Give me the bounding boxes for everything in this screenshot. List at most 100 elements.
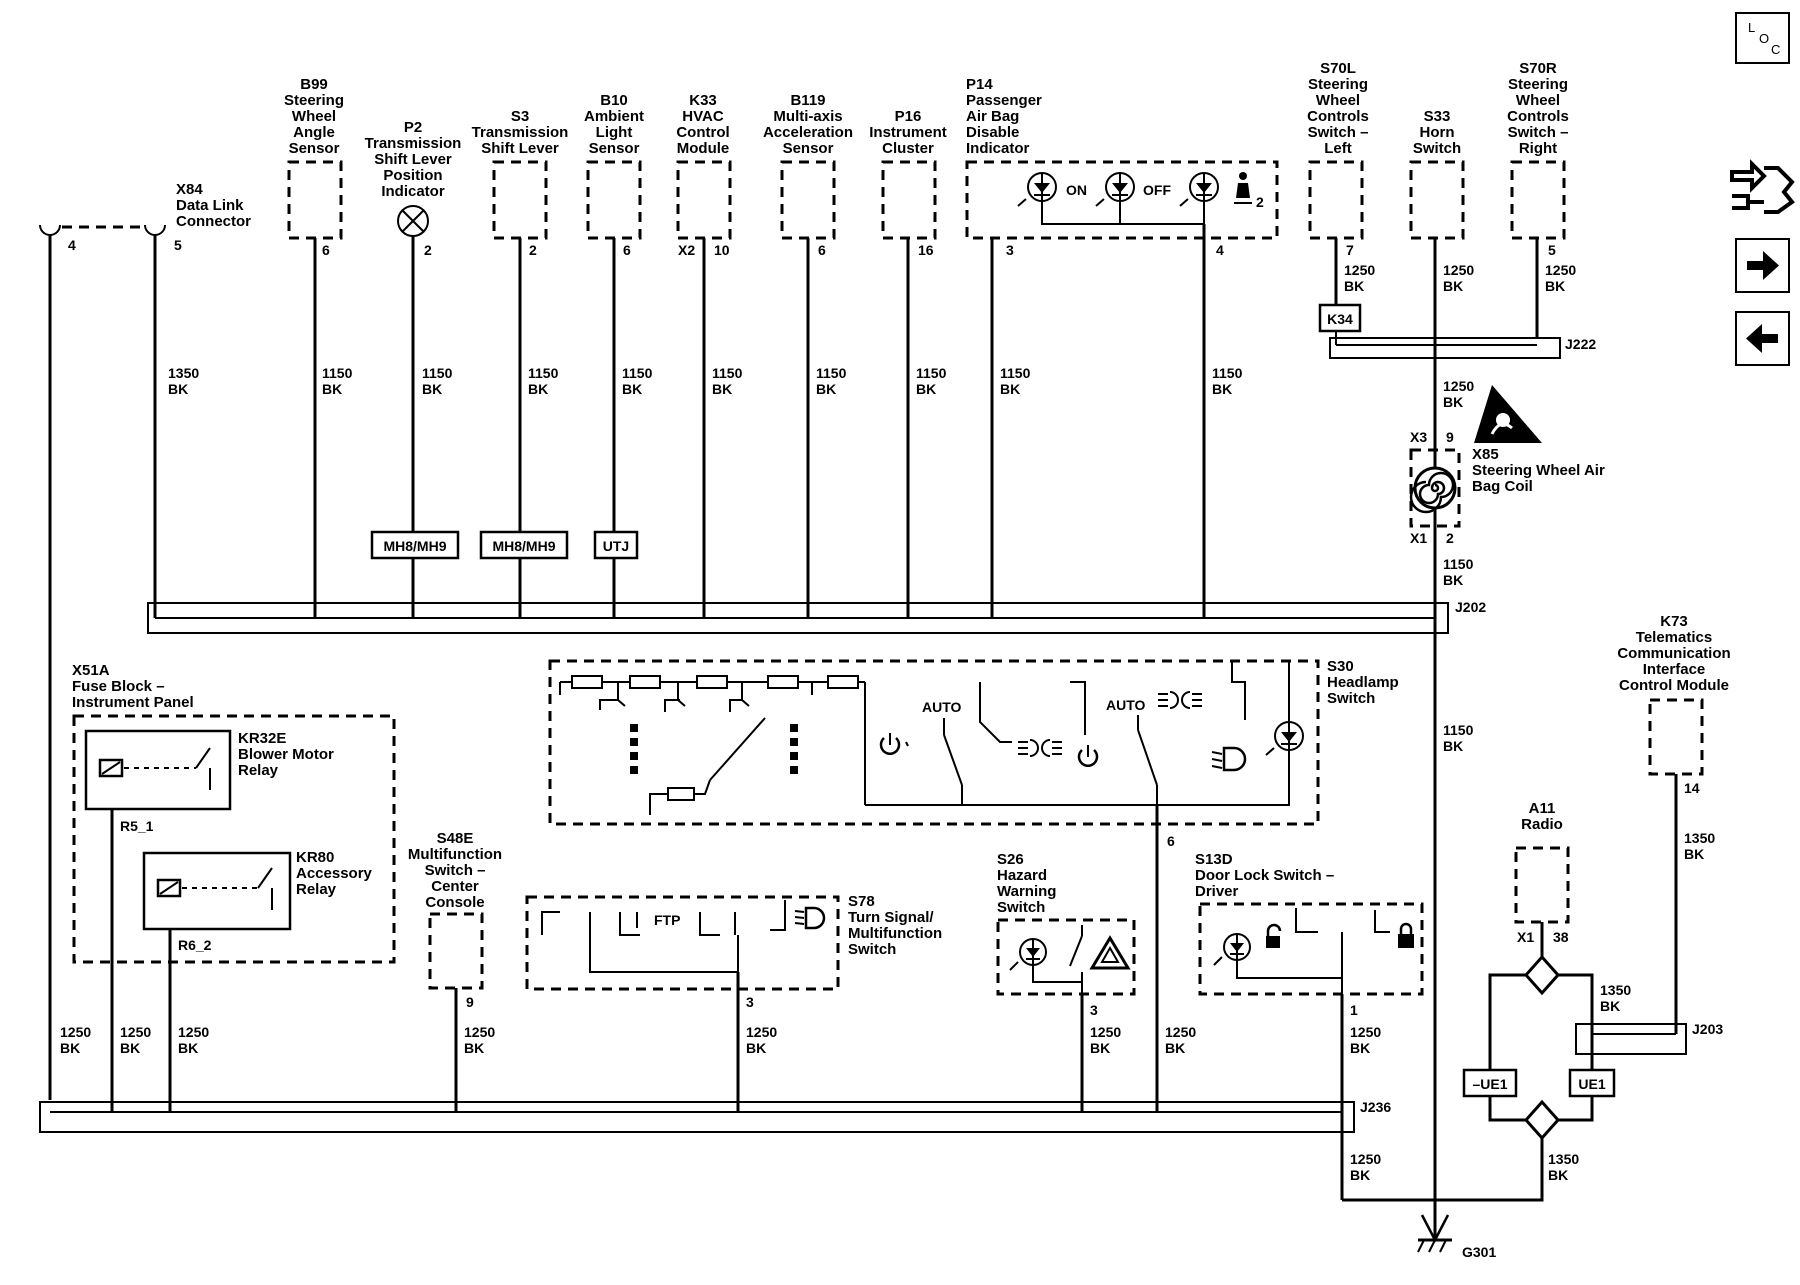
wire-label: BK: [322, 381, 342, 397]
wire-label: 1250: [1344, 262, 1375, 278]
wire-label: 1350: [168, 365, 199, 381]
component-p14: P14 Passenger Air Bag Disable Indicator …: [965, 76, 1279, 258]
s78-name: Switch: [848, 941, 896, 958]
previous-page-button[interactable]: [1735, 311, 1790, 366]
p16-box: [881, 160, 937, 240]
s13d-pin: 1: [1350, 1002, 1358, 1018]
wire-label: BK: [1000, 381, 1020, 397]
lock-icon: [1398, 922, 1414, 948]
s70l-pin: 7: [1346, 242, 1354, 258]
s70r-name: Controls: [1507, 108, 1569, 125]
r6-pin: R6_2: [178, 937, 212, 953]
k33-name: Control: [676, 124, 729, 141]
b99-name: Angle: [293, 124, 335, 141]
x84-id: X84: [176, 181, 203, 198]
option-mh-s3: MH8/MH9: [492, 538, 555, 554]
wire-label: BK: [1443, 738, 1463, 754]
s33-name: Switch: [1413, 140, 1461, 157]
next-page-button[interactable]: [1735, 238, 1790, 293]
s78-contact: [770, 900, 786, 931]
s33-box: [1409, 160, 1465, 240]
a11-box: [1514, 846, 1570, 924]
s70l-name: Left: [1324, 140, 1352, 157]
wire-label: 1150: [322, 365, 353, 381]
wire-label: 1350: [1600, 982, 1631, 998]
kr80-name: Accessory: [296, 865, 373, 882]
wire-label: 1250: [1443, 378, 1474, 394]
component-k33: K33 HVAC Control Module X2 10: [676, 92, 732, 258]
p14-name: Disable: [966, 124, 1019, 141]
legend-letter: L: [1748, 20, 1756, 35]
wire-label: BK: [1090, 1040, 1110, 1056]
s70l-id: S70L: [1320, 60, 1356, 77]
option-box-utj: [593, 530, 639, 560]
p2-name: Shift Lever: [374, 151, 452, 168]
option-split-diamond: [1523, 954, 1561, 996]
wire-label: 1150: [622, 365, 653, 381]
wire-label: BK: [916, 381, 936, 397]
b10-name: Sensor: [589, 140, 640, 157]
s33-id: S33: [1424, 108, 1451, 125]
wire-label: 1350: [1548, 1151, 1579, 1167]
component-x84: X84 Data Link Connector 4 5: [39, 181, 251, 253]
s78-contact: [541, 911, 560, 935]
wire-label: 1150: [916, 365, 947, 381]
s13d-box: [1198, 902, 1424, 996]
wire-label: BK: [1443, 572, 1463, 588]
s48e-id: S48E: [437, 830, 474, 847]
x85-top-connector: X3: [1410, 429, 1427, 445]
connector-end-icon: [1730, 159, 1795, 214]
a11-pin: 38: [1553, 929, 1569, 945]
p2-pin: 2: [424, 242, 432, 258]
splice-j236-outline: [39, 1101, 1355, 1133]
x51a-box: [72, 714, 396, 964]
k33-id: K33: [689, 92, 717, 109]
k33-name: Module: [677, 140, 730, 157]
component-x51a: X51A Fuse Block – Instrument Panel KR32E…: [72, 662, 396, 964]
dlc-pin4-cavity: [39, 224, 61, 236]
s70r-name: Steering: [1508, 76, 1568, 93]
headlamp-icon: [794, 906, 826, 930]
k33-name: HVAC: [682, 108, 724, 125]
b99-pin: 6: [322, 242, 330, 258]
wire-label: BK: [746, 1040, 766, 1056]
s26-id: S26: [997, 851, 1024, 868]
led-icon: [1179, 172, 1219, 207]
s26-switch-blade: [1069, 935, 1083, 967]
top-wire-labels: 1350 BK 1150 BK 1150 BK 1150 BK 1150 BK …: [168, 262, 1576, 754]
component-s48e: S48E Multifunction Switch – Center Conso…: [408, 830, 502, 1010]
s78-internal-bus: [589, 958, 738, 973]
s26-name: Hazard: [997, 867, 1047, 884]
kr80-id: KR80: [296, 849, 334, 866]
seat-airbag-icon: [1234, 172, 1252, 204]
led-icon: [1095, 172, 1135, 207]
component-p2: P2 Transmission Shift Lever Position Ind…: [365, 119, 462, 258]
top-wires: [48, 224, 1539, 1215]
wire-label: 1150: [528, 365, 559, 381]
b10-name: Ambient: [584, 108, 644, 125]
p2-name: Transmission: [365, 135, 462, 152]
wire-label: 1150: [816, 365, 847, 381]
s26-box: [996, 918, 1136, 996]
wire-label: BK: [1443, 278, 1463, 294]
s3-name: Shift Lever: [481, 140, 559, 157]
dlc-pin-4: 4: [68, 237, 76, 253]
wire-label: 1150: [422, 365, 453, 381]
kr80-relay-box: [142, 851, 292, 931]
ground-g301: G301: [1342, 1198, 1496, 1260]
connector-view-button[interactable]: [1728, 158, 1796, 216]
a11-name: Radio: [1521, 816, 1563, 833]
splice-j236: J236: [39, 1099, 1391, 1133]
s13d-name: Door Lock Switch –: [1195, 867, 1334, 884]
wire-label: BK: [178, 1040, 198, 1056]
component-x85: X3 9 X85 Steering Wheel Air Bag Coil X1 …: [1409, 385, 1605, 546]
legend-loc-button[interactable]: L O C: [1735, 12, 1790, 64]
parking-lamp-icon: [1018, 739, 1062, 757]
wire-label: 1250: [1090, 1024, 1121, 1040]
s48e-name: Console: [425, 894, 484, 911]
x51a-name: Instrument Panel: [72, 694, 194, 711]
k73-box: [1648, 698, 1704, 776]
s30-contact: [1231, 662, 1246, 720]
kr80-contact: [257, 867, 273, 889]
bottom-wire-labels: 1250 BK 1250 BK 1250 BK 1250 BK 1250 BK …: [60, 1024, 1381, 1183]
